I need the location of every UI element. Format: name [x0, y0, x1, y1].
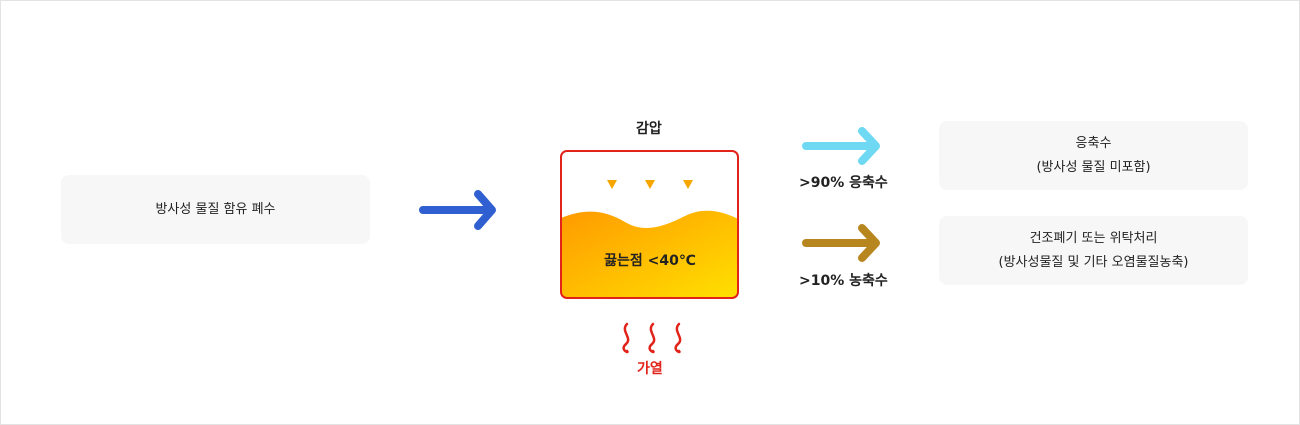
droplet-icon — [607, 180, 693, 189]
concentrate-note: (방사성물질 및 기타 오염물질농축) — [998, 254, 1189, 270]
heat-wave-icon — [622, 322, 682, 354]
vacuum-label: 감압 — [636, 121, 662, 137]
concentrate-title: 건조폐기 또는 위탁처리 — [1029, 230, 1158, 246]
main-arrow-icon — [419, 190, 496, 230]
liquid — [561, 210, 738, 298]
condensate-box: 응축수 (방사성 물질 미포함) — [939, 121, 1248, 190]
condensate-title: 응축수 — [1075, 135, 1112, 151]
source-label: 방사성 물질 함유 폐수 — [155, 201, 276, 217]
arrow-10-icon — [802, 224, 880, 262]
source-box: 방사성 물질 함유 폐수 — [61, 175, 370, 244]
condensate-ratio-label: >90% 응축수 — [799, 175, 888, 191]
concentrate-box: 건조폐기 또는 위탁처리 (방사성물질 및 기타 오염물질농축) — [939, 216, 1248, 285]
concentrate-ratio-label: >10% 농축수 — [799, 273, 888, 289]
heat-label: 가열 — [637, 361, 663, 377]
boiling-point-label: 끓는점 <40℃ — [604, 253, 696, 269]
vessel — [560, 150, 739, 299]
condensate-note: (방사성 물질 미포함) — [1036, 159, 1151, 175]
arrow-90-icon — [802, 127, 880, 165]
